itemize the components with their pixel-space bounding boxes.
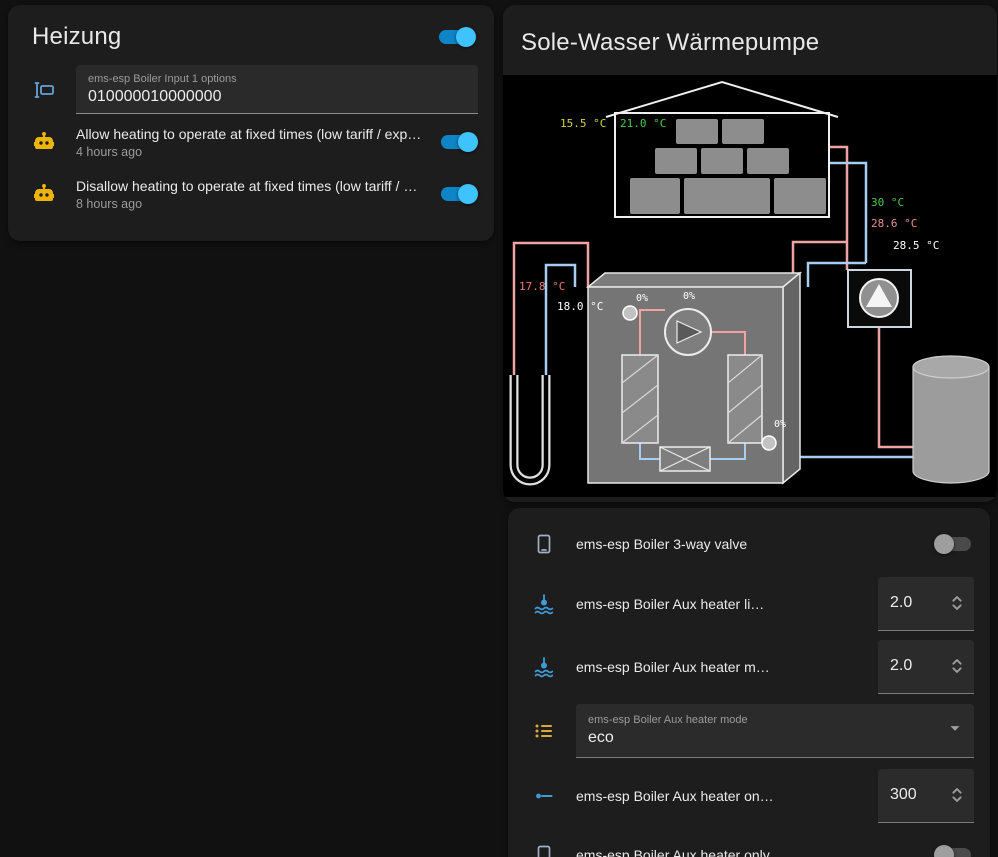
compressor-symbol — [664, 308, 712, 356]
heizung-master-toggle[interactable] — [436, 27, 476, 47]
robot-icon — [24, 182, 64, 206]
select-label: ems-esp Boiler Aux heater mode — [588, 714, 748, 726]
heatpump-diagram: 15.5 °C 21.0 °C 30 °C 28.6 °C 28.5 °C 17… — [503, 75, 997, 497]
temp-flow[interactable]: 28.6 °C — [871, 217, 917, 230]
three-way-valve-toggle[interactable] — [934, 534, 974, 554]
number-value: 300 — [890, 786, 917, 803]
entity-label: ems-esp Boiler Aux heater on… — [576, 787, 774, 804]
thermometer-water-icon — [524, 655, 564, 679]
entity-row-aux-heater-on-delay[interactable]: ems-esp Boiler Aux heater on… 300 — [524, 764, 974, 827]
entity-row-aux-heater-limit[interactable]: ems-esp Boiler Aux heater li… 2.0 — [524, 572, 974, 635]
number-stepper[interactable] — [946, 592, 968, 614]
automation-name: Disallow heating to operate at fixed tim… — [76, 177, 418, 194]
entity-label: ems-esp Boiler Aux heater only — [576, 847, 770, 857]
aux-heater-only-toggle[interactable] — [934, 845, 974, 857]
toggle-thumb — [458, 132, 478, 152]
heat-exchanger-hatching — [621, 354, 763, 444]
temp-flow-setpoint[interactable]: 30 °C — [871, 196, 904, 209]
toggle-thumb — [456, 27, 476, 47]
ground-probe-outline — [509, 375, 551, 486]
textfield-value: 010000010000000 — [88, 88, 222, 105]
chevron-down-icon — [944, 717, 966, 744]
valve-dot — [622, 305, 638, 321]
form-textbox-icon — [24, 78, 64, 102]
toggle-thumb — [934, 534, 954, 554]
number-value: 2.0 — [890, 594, 913, 611]
automation-texts: Allow heating to operate at fixed times … — [76, 126, 426, 159]
entity-row-3way-valve[interactable]: ems-esp Boiler 3-way valve — [524, 516, 974, 572]
entity-row-aux-heater-mode[interactable]: ems-esp Boiler Aux heater mode eco — [524, 698, 974, 764]
percent-valve[interactable]: 0% — [636, 293, 648, 304]
list-icon — [524, 719, 564, 743]
boiler-input1-row: ems-esp Boiler Input 1 options 010000010… — [8, 65, 494, 114]
entity-row-aux-heater-only[interactable]: ems-esp Boiler Aux heater only — [524, 827, 974, 857]
entity-label: ems-esp Boiler Aux heater li… — [576, 595, 765, 612]
heating-circuit-pipes — [783, 145, 915, 459]
entity-label: ems-esp Boiler Aux heater m… — [576, 658, 770, 675]
percent-labels: 0% 0% 0% — [636, 291, 786, 430]
entity-row-aux-heater-max[interactable]: ems-esp Boiler Aux heater m… 2.0 — [524, 635, 974, 698]
toggle-track — [937, 848, 971, 857]
storage-tank — [912, 355, 990, 484]
number-stepper[interactable] — [946, 784, 968, 806]
temp-outdoor[interactable]: 15.5 °C — [560, 117, 606, 130]
select-texts: ems-esp Boiler Aux heater mode eco — [588, 714, 944, 747]
expansion-valve — [659, 446, 711, 472]
circulation-pump — [847, 269, 912, 328]
heizung-card-header: Heizung — [8, 5, 494, 63]
ground-loop-pipes — [512, 241, 590, 380]
temp-brine-in[interactable]: 17.8 °C — [519, 280, 565, 293]
automation-texts: Disallow heating to operate at fixed tim… — [76, 178, 426, 211]
house-bricks — [630, 119, 826, 214]
select-value: eco — [588, 729, 614, 746]
heatpump-card-title: Sole-Wasser Wärmepumpe — [521, 29, 820, 56]
boiler-entities-card: ems-esp Boiler 3-way valve ems-esp Boile… — [508, 508, 990, 857]
toggle-thumb — [934, 845, 954, 857]
boiler-input1-textfield[interactable]: ems-esp Boiler Input 1 options 010000010… — [76, 65, 478, 114]
refrigerant-pipes — [639, 309, 746, 460]
valve-dot — [761, 435, 777, 451]
thermometer-water-icon — [524, 592, 564, 616]
heizung-card-title: Heizung — [32, 23, 122, 50]
automation-row-disallow-heating[interactable]: Disallow heating to operate at fixed tim… — [8, 170, 494, 218]
house-outline — [605, 80, 839, 218]
automation-name: Allow heating to operate at fixed times … — [76, 125, 422, 142]
percent-pump[interactable]: 0% — [774, 419, 786, 430]
heizung-card: Heizung ems-esp Boiler Input 1 options 0… — [8, 5, 494, 241]
temperature-labels: 15.5 °C 21.0 °C 30 °C 28.6 °C 28.5 °C 17… — [519, 117, 939, 313]
automation-last-triggered: 4 hours ago — [76, 144, 143, 159]
percent-compressor[interactable]: 0% — [683, 291, 695, 302]
number-value: 2.0 — [890, 657, 913, 674]
aux-heater-mode-select[interactable]: ems-esp Boiler Aux heater mode eco — [576, 704, 974, 758]
automation-toggle-disallow[interactable] — [438, 184, 478, 204]
tablet-icon — [524, 843, 564, 857]
aux-heater-on-number-input[interactable]: 300 — [878, 768, 974, 823]
heatpump-card: Sole-Wasser Wärmepumpe — [503, 5, 997, 502]
textfield-label: ems-esp Boiler Input 1 options — [88, 73, 237, 85]
temp-indoor[interactable]: 21.0 °C — [620, 117, 666, 130]
toggle-thumb — [458, 184, 478, 204]
tablet-icon — [524, 532, 564, 556]
automation-toggle-allow[interactable] — [438, 132, 478, 152]
temp-brine-out[interactable]: 18.0 °C — [557, 300, 603, 313]
temp-return[interactable]: 28.5 °C — [893, 239, 939, 252]
pipe-icon — [524, 784, 564, 808]
ground-probe-bore — [511, 375, 549, 484]
number-stepper[interactable] — [946, 655, 968, 677]
automation-last-triggered: 8 hours ago — [76, 196, 143, 211]
aux-heater-max-number-input[interactable]: 2.0 — [878, 639, 974, 694]
robot-icon — [24, 130, 64, 154]
aux-heater-limit-number-input[interactable]: 2.0 — [878, 576, 974, 631]
entity-label: ems-esp Boiler 3-way valve — [576, 536, 748, 552]
automation-row-allow-heating[interactable]: Allow heating to operate at fixed times … — [8, 118, 494, 166]
